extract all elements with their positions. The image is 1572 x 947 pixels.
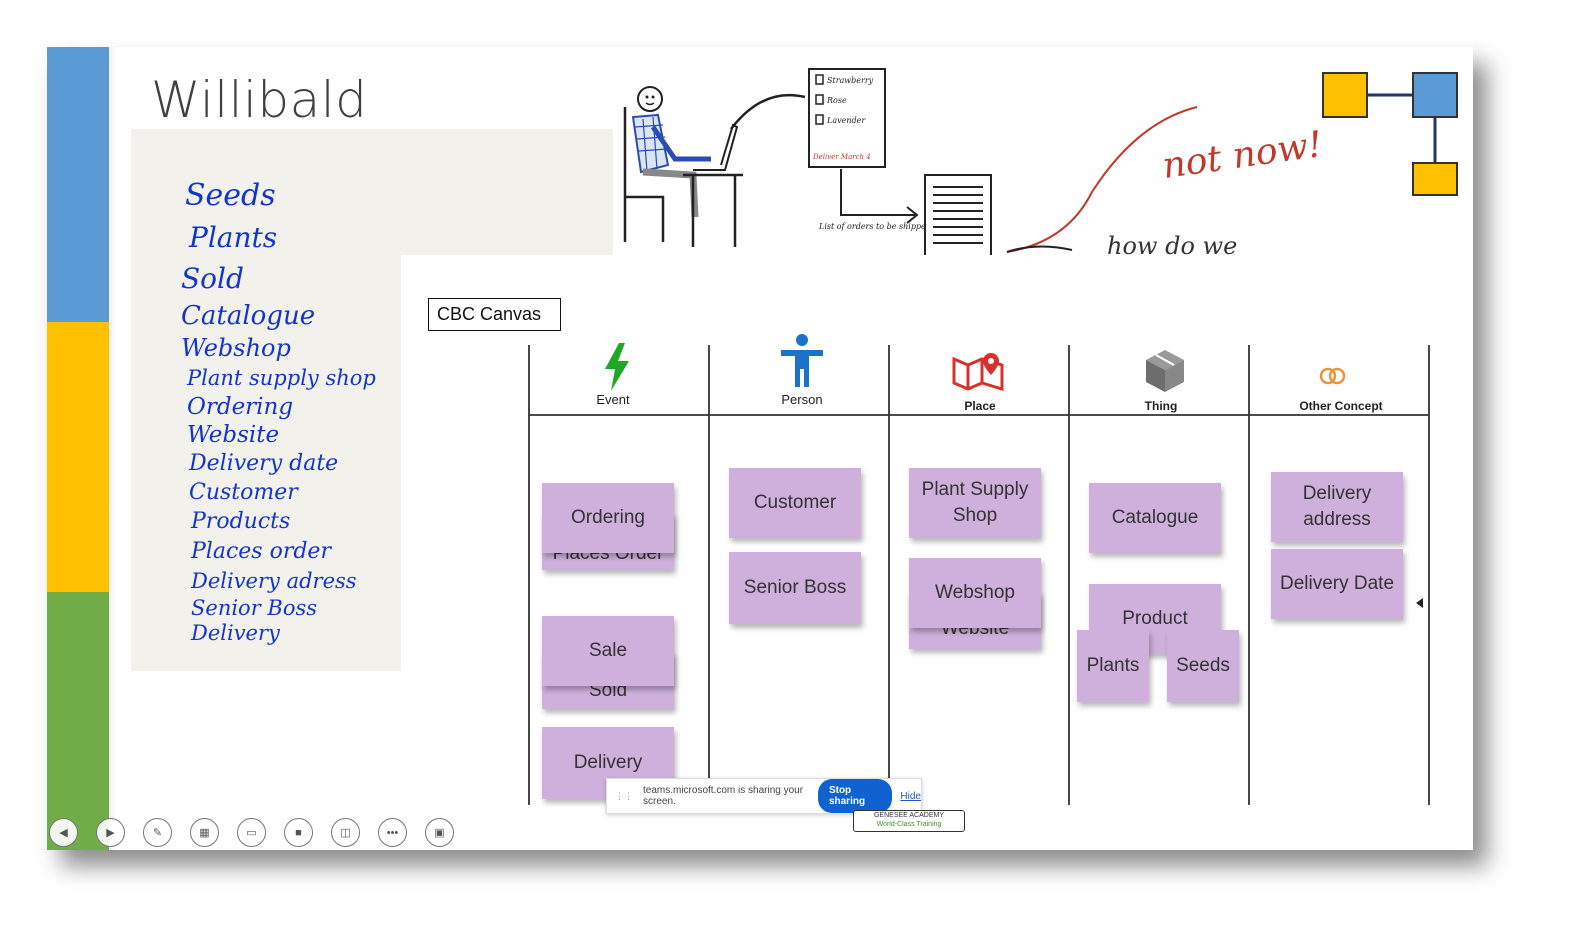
- sticky-note-text: Delivery address: [1302, 483, 1372, 530]
- hide-banner-link[interactable]: Hide: [900, 790, 921, 802]
- accent-bar-yellow: [47, 322, 109, 592]
- list-item: Customer: [189, 480, 298, 505]
- slide-title: Willibald: [151, 71, 368, 129]
- list-item: Website: [187, 422, 280, 448]
- monitor-icon: ▣: [434, 827, 445, 839]
- list-item: Plants: [189, 221, 278, 254]
- subtitles-icon: ▭: [246, 827, 257, 839]
- list-item: Places order: [191, 539, 331, 564]
- sticky-note-text: Delivery: [573, 752, 643, 773]
- pen-icon: ✎: [152, 827, 163, 839]
- slides-grid-icon: ▦: [199, 827, 210, 839]
- sticky-note-ordering[interactable]: Ordering: [542, 483, 674, 553]
- presenter-view-button[interactable]: ◫: [331, 818, 360, 847]
- screen-sharing-banner: ⋮⋮ teams.microsoft.com is sharing your s…: [606, 778, 922, 814]
- academy-logo: GENESEE ACADEMY World-Class Training: [853, 810, 965, 832]
- sticky-note-text: Ordering: [571, 507, 645, 528]
- list-item: Delivery: [191, 621, 280, 645]
- checklist-footer: Deliver March 4: [812, 153, 871, 161]
- lightning-icon: [605, 343, 629, 391]
- accent-bar-green: [47, 592, 109, 850]
- sticky-note-catalogue[interactable]: Catalogue: [1089, 483, 1221, 553]
- checklist-item: Rose: [826, 96, 847, 105]
- sticky-note-sale[interactable]: Sale: [542, 616, 674, 686]
- accent-bar-edge: [109, 47, 117, 850]
- sticky-note-text: Delivery Date: [1279, 573, 1395, 594]
- list-item: Senior Boss: [191, 596, 318, 620]
- red-arrow-sketch: [1006, 106, 1198, 253]
- drag-handle-icon[interactable]: ⋮⋮: [615, 790, 633, 801]
- cube-icon: [1146, 350, 1184, 392]
- list-item: Products: [191, 509, 291, 534]
- sticky-note-delivery-date[interactable]: Delivery Date: [1271, 549, 1403, 619]
- sticky-note-text: Product: [1122, 608, 1188, 629]
- checklist-item: Lavender: [826, 116, 866, 125]
- academy-logo-name: GENESEE ACADEMY: [873, 812, 945, 819]
- list-item: Delivery adress: [191, 569, 357, 593]
- column-label-person: Person: [781, 392, 823, 407]
- column-label-other-concept: Other Concept: [1299, 399, 1383, 413]
- sticky-note-plants[interactable]: Plants: [1077, 630, 1149, 702]
- camera-icon: ■: [295, 826, 302, 839]
- sticky-note-senior-boss[interactable]: Senior Boss: [729, 552, 861, 624]
- canvas-grid-lines: [528, 345, 1430, 805]
- sticky-note-text: Seeds: [1176, 655, 1230, 676]
- list-item: Webshop: [181, 334, 291, 362]
- checklist-item: Strawberry: [827, 76, 874, 85]
- sticky-note-delivery-address[interactable]: Delivery address: [1271, 472, 1403, 542]
- sticky-note-seeds[interactable]: Seeds: [1167, 630, 1239, 702]
- sticky-note-text: Senior Boss: [743, 577, 847, 598]
- camera-button[interactable]: ■: [284, 818, 313, 847]
- arrow-right-icon: ▶: [106, 827, 115, 839]
- list-item: Plant supply shop: [187, 366, 376, 390]
- presentation-toolbar: ◀ ▶ ✎ ▦ ▭ ■ ◫ ••• ▣: [49, 818, 472, 847]
- sketch-caption: List of orders to be shipped: [818, 222, 931, 231]
- screen-switch-button[interactable]: ▣: [425, 818, 454, 847]
- arrow-left-icon: ◀: [59, 827, 68, 839]
- sticky-note-webshop[interactable]: Webshop: [909, 558, 1041, 628]
- map-pin-icon: [952, 353, 1004, 391]
- stop-sharing-button[interactable]: Stop sharing: [817, 779, 893, 813]
- see-all-slides-button[interactable]: ▦: [190, 818, 219, 847]
- list-item: Seeds: [185, 178, 276, 213]
- next-slide-button[interactable]: ▶: [96, 818, 125, 847]
- presenter-icon: ◫: [340, 827, 351, 839]
- sticky-note-text: Catalogue: [1111, 507, 1199, 528]
- cbc-canvas-board: CBC Canvas Event Pe: [401, 255, 1473, 850]
- more-icon: •••: [386, 826, 399, 839]
- sticky-note-text: Webshop: [935, 582, 1015, 603]
- collapse-arrow-icon[interactable]: [1416, 598, 1423, 608]
- company-logo-icon: [1322, 72, 1458, 196]
- previous-slide-button[interactable]: ◀: [49, 818, 78, 847]
- concept-icon: [1319, 367, 1346, 385]
- sticky-note-text: Plants: [1086, 655, 1140, 676]
- column-label-place: Place: [964, 399, 996, 413]
- column-label-thing: Thing: [1144, 399, 1178, 413]
- sticky-note-text: Plant Supply Shop: [921, 479, 1029, 526]
- person-icon: [781, 334, 823, 387]
- presentation-slide: Willibald Seeds Plants Sold Catalogue We…: [47, 47, 1473, 850]
- sticky-note-text: Customer: [753, 492, 837, 513]
- handwritten-list: Seeds Plants Sold Catalogue Webshop Plan…: [181, 175, 376, 646]
- sharing-message: teams.microsoft.com is sharing your scre…: [643, 785, 804, 807]
- subtitles-button[interactable]: ▭: [237, 818, 266, 847]
- academy-logo-tagline: World-Class Training: [876, 821, 942, 828]
- sticky-note-text: Sale: [588, 640, 628, 661]
- sticky-note-plant-supply-shop[interactable]: Plant Supply Shop: [909, 468, 1041, 538]
- pen-tool-button[interactable]: ✎: [143, 818, 172, 847]
- canvas-label: CBC Canvas: [428, 298, 561, 331]
- list-item: Delivery date: [189, 451, 339, 476]
- list-item: Catalogue: [181, 301, 316, 331]
- more-options-button[interactable]: •••: [378, 818, 407, 847]
- accent-bar-blue: [47, 47, 109, 322]
- column-label-event: Event: [596, 392, 630, 407]
- sticky-note-customer[interactable]: Customer: [729, 468, 861, 538]
- order-process-sketch: Strawberry Rose Lavender Deliver March 4…: [623, 68, 992, 255]
- list-item: Ordering: [187, 394, 294, 420]
- list-item: Sold: [181, 262, 244, 295]
